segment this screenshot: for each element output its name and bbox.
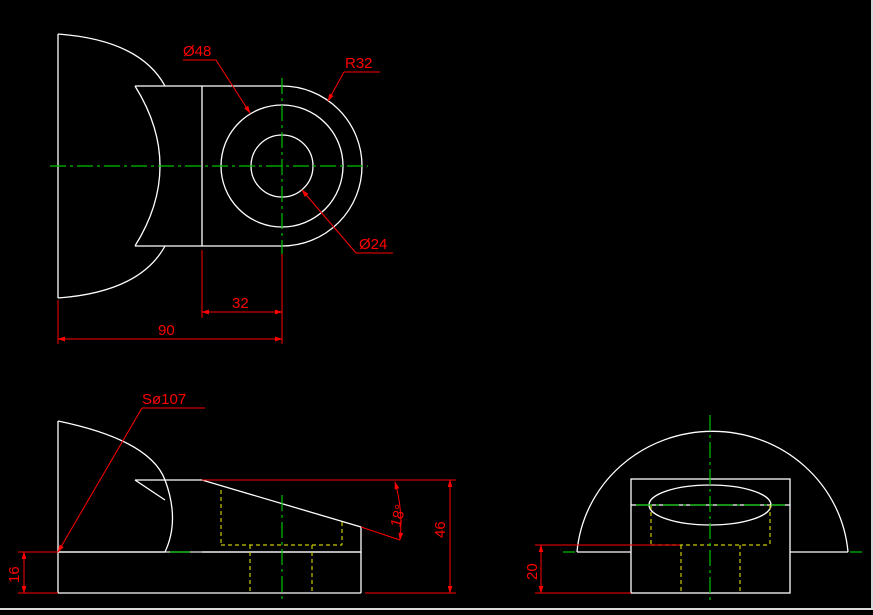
dim-46-label: 46 <box>432 521 449 538</box>
dim-18deg-label: 18° <box>387 503 409 529</box>
top-view-dimensions <box>57 59 393 344</box>
dim-sphi107-label: Sø107 <box>142 391 186 408</box>
top-view-dim-text: Ø48 R32 Ø24 32 90 <box>158 43 387 339</box>
front-hidden-lines <box>220 490 343 593</box>
hemisphere-lower-arc <box>57 245 166 299</box>
front-sphere-arc <box>57 420 166 481</box>
front-view-dim-text: Sø107 46 18° 16 <box>6 391 449 583</box>
dim-phi48-label: Ø48 <box>183 43 211 60</box>
front-view-dimensions <box>18 407 456 594</box>
front-view-outline <box>57 420 362 594</box>
front-concave-curve <box>164 479 174 553</box>
phi48-leader <box>215 59 251 114</box>
hemisphere-upper-arc <box>57 33 166 87</box>
side-view-dimensions <box>535 544 680 594</box>
dim-90-label: 90 <box>158 322 175 339</box>
dim-phi24-label: Ø24 <box>359 236 387 253</box>
angle18-arc <box>394 481 404 541</box>
side-view-outline <box>576 430 849 594</box>
side-centerlines <box>563 415 862 602</box>
r32-leader <box>327 71 345 102</box>
top-view: Ø48 R32 Ø24 32 90 <box>50 33 393 344</box>
dim-16-label: 16 <box>6 566 23 583</box>
side-view: 20 <box>524 415 862 602</box>
side-sphere-arc <box>576 430 849 553</box>
top-view-outline <box>57 33 363 299</box>
front-view: Sø107 46 18° 16 <box>6 391 456 600</box>
phi24-leader <box>301 189 357 254</box>
dim-20-label: 20 <box>524 563 541 580</box>
top-view-centerlines <box>50 78 368 254</box>
front-wedge-chamfer <box>134 479 166 501</box>
angle-ext-line <box>360 526 401 541</box>
dim-32-label: 32 <box>232 295 249 312</box>
dim-r32-label: R32 <box>345 55 373 72</box>
side-view-dim-text: 20 <box>524 563 541 580</box>
front-centerlines <box>170 495 283 600</box>
sphi107-leader <box>57 407 143 553</box>
